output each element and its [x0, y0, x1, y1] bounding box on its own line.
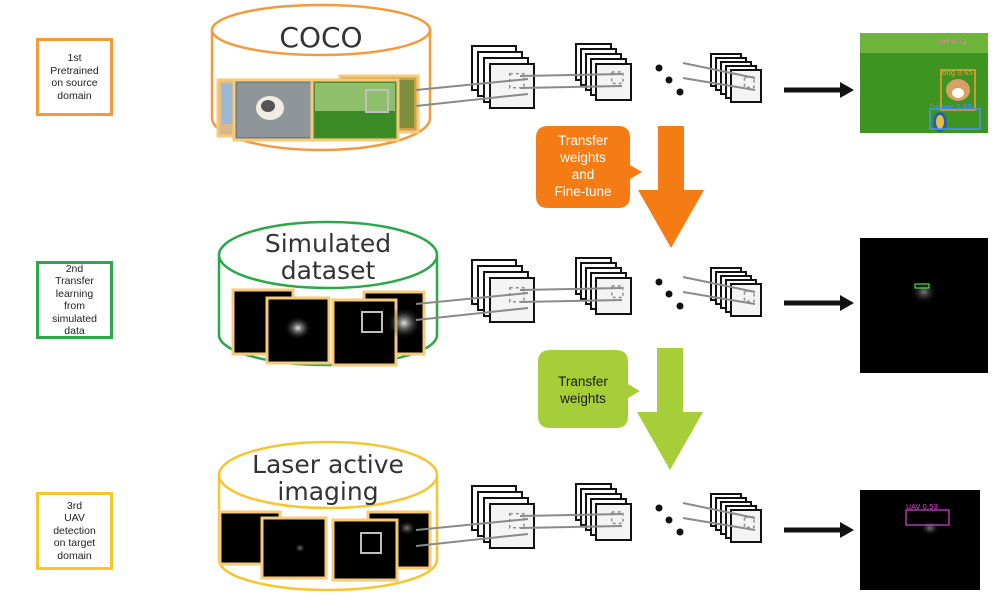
transfer-callout-1 [536, 126, 642, 208]
laser-sample-images [218, 510, 432, 582]
dataset-title-laser: Laser active imaging [252, 450, 404, 506]
transfer-callout-2 [538, 350, 640, 428]
stage-box-1: 1st Pretrained on source domain [36, 38, 113, 116]
stage-label-3: 3rd UAV detection on target domain [53, 499, 96, 562]
connector-lines [415, 62, 756, 547]
transfer-label-1: Transfer weights and Fine-tune [554, 133, 612, 199]
ellipsis-dots-1 [655, 64, 684, 96]
output-image-2 [860, 238, 988, 373]
stage-label-1: 1st Pretrained on source domain [50, 52, 99, 102]
ellipsis-dots-2 [655, 278, 684, 310]
stage-box-2: 2nd Transfer learning from simulated dat… [36, 261, 113, 339]
ellipsis-dots-3 [655, 504, 684, 536]
feature-stack-large-2 [471, 259, 535, 323]
stage-label-2: 2nd Transfer learning from simulated dat… [52, 262, 97, 338]
transfer-label-2: Transfer weights [558, 374, 608, 406]
dataset-title-coco: COCO [279, 21, 363, 54]
feature-stack-small-3 [710, 493, 762, 543]
output-image-3: UAV 0.53 [860, 490, 980, 590]
feature-stack-mid-2 [575, 257, 632, 315]
feature-map-stacks [471, 43, 762, 549]
transfer-arrow-1 [638, 126, 704, 248]
stage-box-3: 3rd UAV detection on target domain [36, 492, 113, 570]
detection-label-frisbee: frisbee 0.89 [930, 103, 972, 111]
simulated-sample-images [231, 288, 426, 367]
coco-sample-images [216, 74, 420, 142]
detection-label-uav: UAV 0.53 [906, 503, 938, 511]
dataset-title-simulated: Simulated dataset [264, 229, 392, 285]
feature-stack-mid-3 [575, 483, 632, 541]
feature-stack-mid-1 [575, 43, 632, 101]
transfer-arrow-2 [637, 348, 703, 470]
detection-label-cat: cat 0.72 [938, 38, 967, 46]
output-arrows [784, 82, 854, 538]
detection-label-dog: dog 0.65 [942, 69, 973, 77]
output-image-1: cat 0.72 dog 0.65 frisbee 0.89 [860, 33, 988, 133]
feature-stack-small-1 [710, 53, 762, 103]
